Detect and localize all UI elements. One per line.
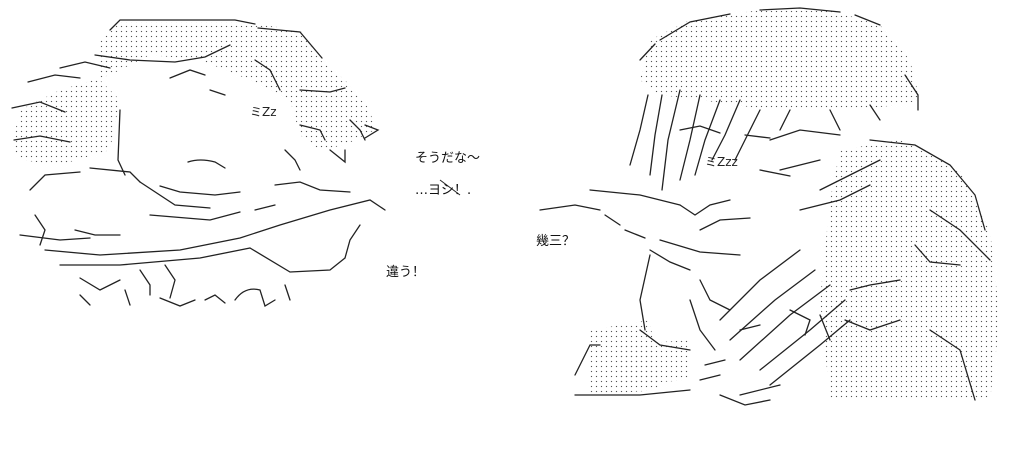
sleep-mark: ミZz: [250, 105, 277, 119]
right-character-cap: [539, 7, 1000, 406]
connector-line: [439, 179, 461, 196]
dialogue-yoshi: …ヨシ！.: [415, 183, 472, 198]
dialogue-sou-da-na: そうだな〜: [415, 151, 481, 166]
sleep-mark: ミZzz: [705, 155, 738, 169]
left-character-sleeping: [11, 19, 386, 307]
dialogue-ikuzo: 幾三？: [536, 234, 576, 249]
dialogue-chigau: 違う！: [386, 265, 426, 280]
